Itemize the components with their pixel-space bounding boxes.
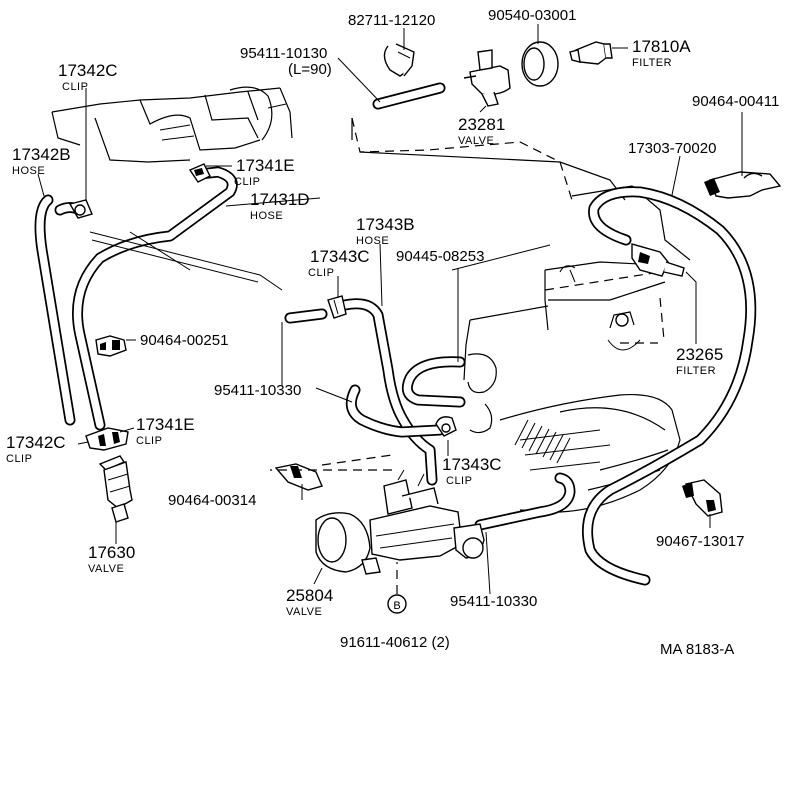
part-number-p17810: 17810A bbox=[632, 37, 691, 56]
part-number-p90540: 90540-03001 bbox=[488, 7, 576, 24]
part-number-p95411c: 95411-10330 bbox=[450, 593, 537, 610]
clip-17341e-top bbox=[188, 163, 211, 183]
part-number-p17303: 17303-70020 bbox=[628, 140, 716, 157]
part-number-p17431d: 17431D bbox=[250, 190, 310, 209]
part-number-p17342b: 17342B bbox=[12, 145, 71, 164]
part-desc-p17630: VALVE bbox=[88, 563, 124, 575]
clip-17342c-top bbox=[68, 199, 93, 219]
valve-17630 bbox=[98, 455, 133, 523]
clip-17341e-bottom bbox=[85, 427, 129, 451]
clip-17343c-top bbox=[327, 295, 347, 319]
part-number-p17341e_top: 17341E bbox=[236, 156, 295, 175]
part-number-p82711: 82711-12120 bbox=[348, 12, 435, 29]
part-number-p95411b: 95411-10330 bbox=[214, 382, 301, 399]
hatching bbox=[514, 419, 571, 464]
part-desc-p17343c_bot: CLIP bbox=[446, 475, 472, 487]
filter-23265 bbox=[631, 243, 685, 277]
part-desc-p23281: VALVE bbox=[458, 135, 494, 147]
part-desc-p23265: FILTER bbox=[676, 365, 716, 377]
clip-82711 bbox=[383, 43, 415, 77]
part-number-p17342c_bot: 17342C bbox=[6, 433, 66, 452]
part-number-p25804: 25804 bbox=[286, 586, 333, 605]
intake-plenum-drawing bbox=[351, 117, 691, 513]
part-number-p17342c_top: 17342C bbox=[58, 61, 118, 80]
vacuum-lines bbox=[89, 231, 283, 291]
part-desc-p17341e_bot: CLIP bbox=[136, 435, 162, 447]
part-number-p17343c_bot: 17343C bbox=[442, 455, 502, 474]
valve-23281 bbox=[463, 49, 511, 107]
clamp-90464-00251 bbox=[95, 335, 127, 357]
part-number-p90445: 90445-08253 bbox=[396, 248, 484, 265]
bolt-marker-letter: B bbox=[393, 600, 400, 612]
bracket-90464-00411 bbox=[704, 171, 782, 199]
part-desc-p17341e_top: CLIP bbox=[234, 176, 260, 188]
valve-25804 bbox=[315, 469, 485, 575]
part-number-p90464_251: 90464-00251 bbox=[140, 332, 228, 349]
bolt-marker bbox=[387, 594, 407, 614]
grommet-90540 bbox=[521, 41, 559, 87]
part-number-p17343c_top: 17343C bbox=[310, 247, 370, 266]
part-number-p17630: 17630 bbox=[88, 543, 135, 562]
part-number-p17343b: 17343B bbox=[356, 215, 415, 234]
clamp-90467-13017 bbox=[682, 479, 723, 517]
part-desc-p17343b: HOSE bbox=[356, 235, 389, 247]
part-desc-p17810: FILTER bbox=[632, 57, 672, 69]
clamp-90464-00314 bbox=[274, 463, 323, 491]
intake-pipe-drawing bbox=[51, 86, 293, 163]
part-desc-p25804: VALVE bbox=[286, 606, 322, 618]
clip-17343c-bottom bbox=[435, 416, 457, 437]
part-number-p95411a: 95411-10130 bbox=[240, 45, 327, 62]
part-number-p90464_314: 90464-00314 bbox=[168, 492, 256, 509]
part-desc-p17343c_top: CLIP bbox=[308, 267, 334, 279]
part-desc-p95411a: (L=90) bbox=[288, 61, 332, 78]
part-number-p90464_411: 90464-00411 bbox=[692, 93, 779, 110]
part-number-p91611: 91611-40612 (2) bbox=[340, 634, 450, 651]
filter-17810a bbox=[569, 41, 613, 65]
part-desc-p17431d: HOSE bbox=[250, 210, 283, 222]
part-desc-p17342c_bot: CLIP bbox=[6, 453, 32, 465]
leader-lines bbox=[37, 24, 743, 595]
part-desc-p17342b: HOSE bbox=[12, 165, 45, 177]
part-desc-p17342c_top: CLIP bbox=[62, 81, 88, 93]
part-number-p17341e_bot: 17341E bbox=[136, 415, 195, 434]
part-number-p90467: 90467-13017 bbox=[656, 533, 744, 550]
part-number-p23281: 23281 bbox=[458, 115, 505, 134]
drawing-code: MA 8183-A bbox=[660, 641, 734, 658]
part-number-p23265: 23265 bbox=[676, 345, 723, 364]
